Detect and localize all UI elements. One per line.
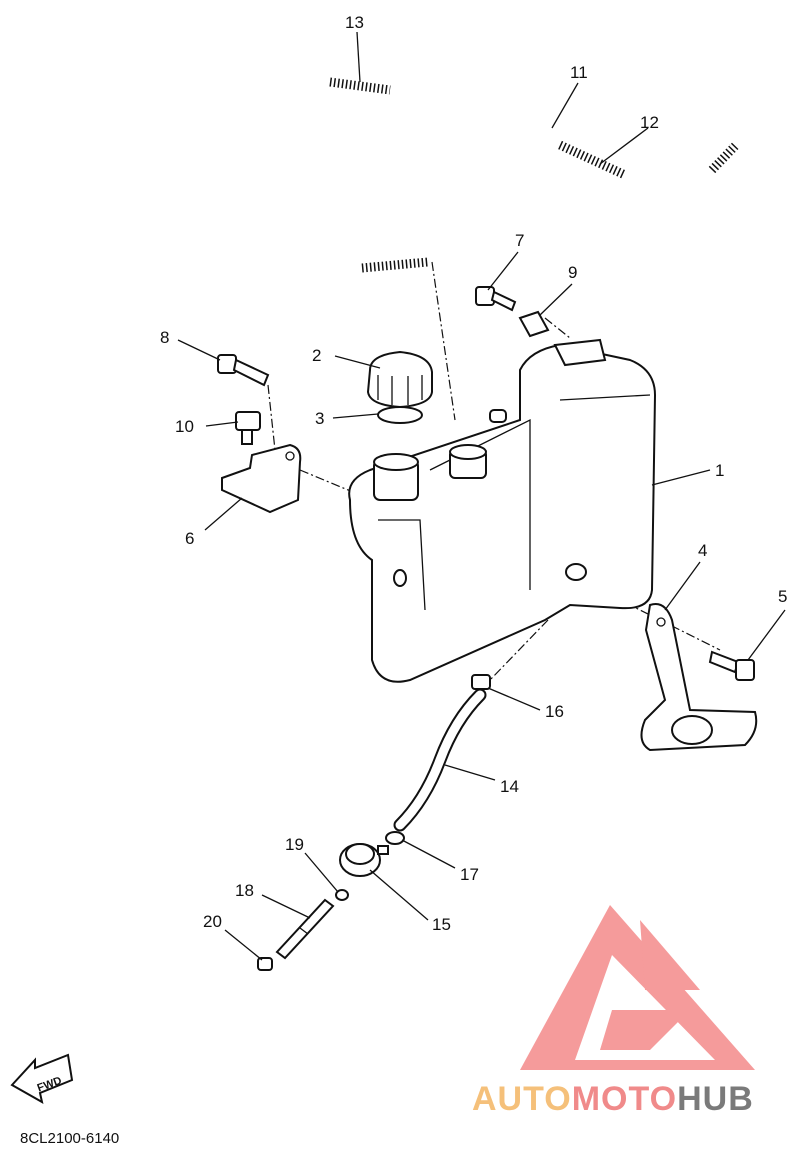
clamp-19 — [335, 889, 349, 901]
cap-gasket — [377, 406, 423, 424]
callout-13: 13 — [345, 13, 364, 32]
drawing-code: 8CL2100-6140 — [20, 1130, 119, 1147]
bolt-5 — [708, 650, 755, 681]
watermark-hub: HUB — [677, 1080, 754, 1118]
watermark-moto: MOTO — [572, 1080, 677, 1118]
bolt-8 — [217, 354, 270, 387]
overflow-hose — [266, 77, 740, 273]
cap-20 — [257, 957, 273, 971]
watermark-logo — [520, 905, 755, 1070]
callout-4: 4 — [698, 541, 707, 560]
callout-14: 14 — [500, 777, 519, 796]
callout-2: 2 — [312, 346, 321, 365]
callout-8: 8 — [160, 328, 169, 347]
collar-9 — [518, 310, 550, 338]
callout-20: 20 — [203, 912, 222, 931]
callout-1: 1 — [715, 461, 724, 480]
callout-7: 7 — [515, 231, 524, 250]
drain-hose — [393, 674, 491, 832]
callout-16: 16 — [545, 702, 564, 721]
callout-17: 17 — [460, 865, 479, 884]
valve-15 — [339, 843, 389, 877]
callout-6: 6 — [185, 529, 194, 548]
watermark-text: AUTOMOTOHUB — [472, 1080, 754, 1118]
pipe-18 — [275, 898, 335, 960]
callout-15: 15 — [432, 915, 451, 934]
callout-18: 18 — [235, 881, 254, 900]
callout-5: 5 — [778, 587, 787, 606]
callout-10: 10 — [175, 417, 194, 436]
watermark-auto: AUTO — [472, 1080, 572, 1118]
reservoir-tank — [348, 338, 657, 683]
bolt-10 — [235, 411, 261, 445]
callout-9: 9 — [568, 263, 577, 282]
callout-3: 3 — [315, 409, 324, 428]
leader-lines — [177, 31, 786, 961]
callout-11: 11 — [570, 63, 588, 82]
clamp-17 — [385, 831, 405, 845]
callout-12: 12 — [640, 113, 659, 132]
filler-cap — [366, 350, 433, 409]
bracket-6 — [221, 443, 302, 514]
bolt-7 — [475, 286, 517, 312]
callout-19: 19 — [285, 835, 304, 854]
fwd-arrow-icon: FWD — [10, 1053, 74, 1104]
